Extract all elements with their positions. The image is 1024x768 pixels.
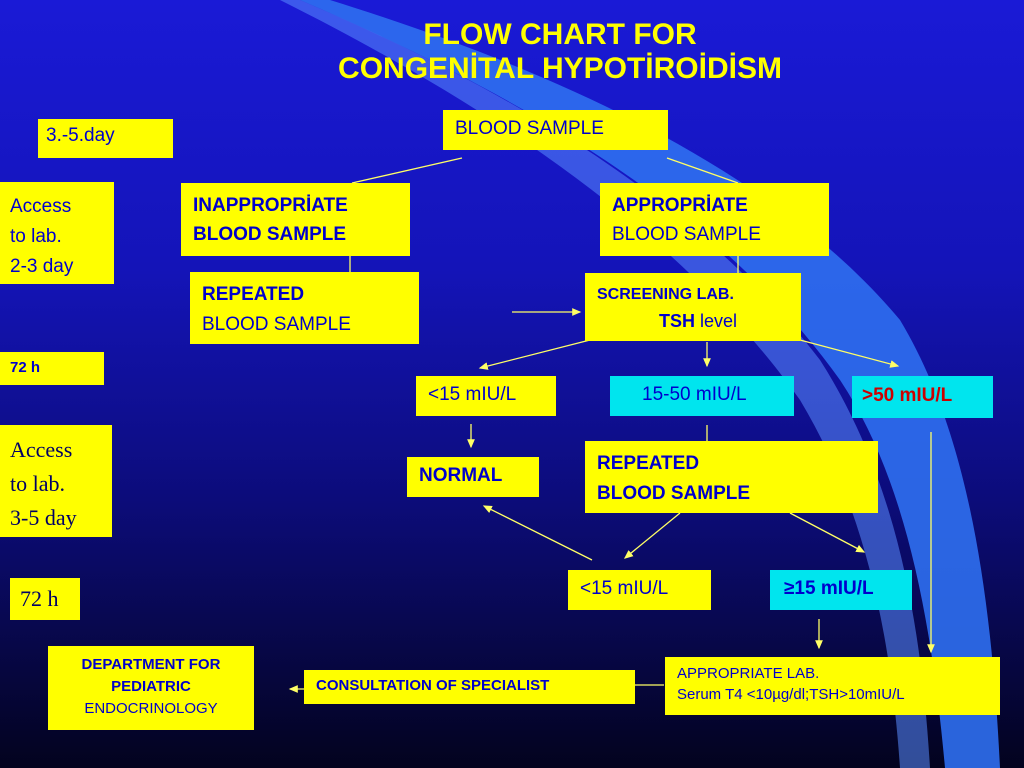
chart-title: FLOW CHART FOR CONGENİTAL HYPOTİROİDİSM — [250, 18, 870, 86]
node-repeated-sample-1: REPEATED BLOOD SAMPLE — [190, 272, 419, 344]
node-result-15-50: 15-50 mIU/L — [610, 376, 794, 416]
node-result-lt15-b: <15 mIU/L — [568, 570, 711, 610]
timeline-day-3-5: 3.-5.day — [38, 119, 173, 158]
node-pediatric-endocrinology: DEPARTMENT FOR PEDIATRIC ENDOCRINOLOGY — [48, 646, 254, 730]
node-inappropriate-sample: INAPPROPRİATE BLOOD SAMPLE — [181, 183, 410, 256]
node-result-lt15: <15 mIU/L — [416, 376, 556, 416]
node-screening-lab: SCREENING LAB. TSH level — [585, 273, 801, 341]
node-result-ge15: ≥15 mIU/L — [770, 570, 912, 610]
node-consultation: CONSULTATION OF SPECIALIST — [304, 670, 635, 704]
timeline-72h-b: 72 h — [10, 578, 80, 620]
chart-title-line1: FLOW CHART FOR — [423, 18, 697, 51]
node-appropriate-lab: APPROPRIATE LAB. Serum T4 <10µg/dl;TSH>1… — [665, 657, 1000, 715]
timeline-access-2-3: Access to lab. 2-3 day — [0, 182, 114, 284]
timeline-access-3-5: Access to lab. 3-5 day — [0, 425, 112, 537]
node-normal: NORMAL — [407, 457, 539, 497]
node-result-gt50: >50 mIU/L — [852, 376, 993, 418]
chart-title-line2: CONGENİTAL HYPOTİROİDİSM — [338, 52, 782, 85]
node-blood-sample: BLOOD SAMPLE — [443, 110, 668, 150]
node-appropriate-sample: APPROPRİATE BLOOD SAMPLE — [600, 183, 829, 256]
node-repeated-sample-2: REPEATED BLOOD SAMPLE — [585, 441, 878, 513]
timeline-72h-a: 72 h — [0, 352, 104, 385]
